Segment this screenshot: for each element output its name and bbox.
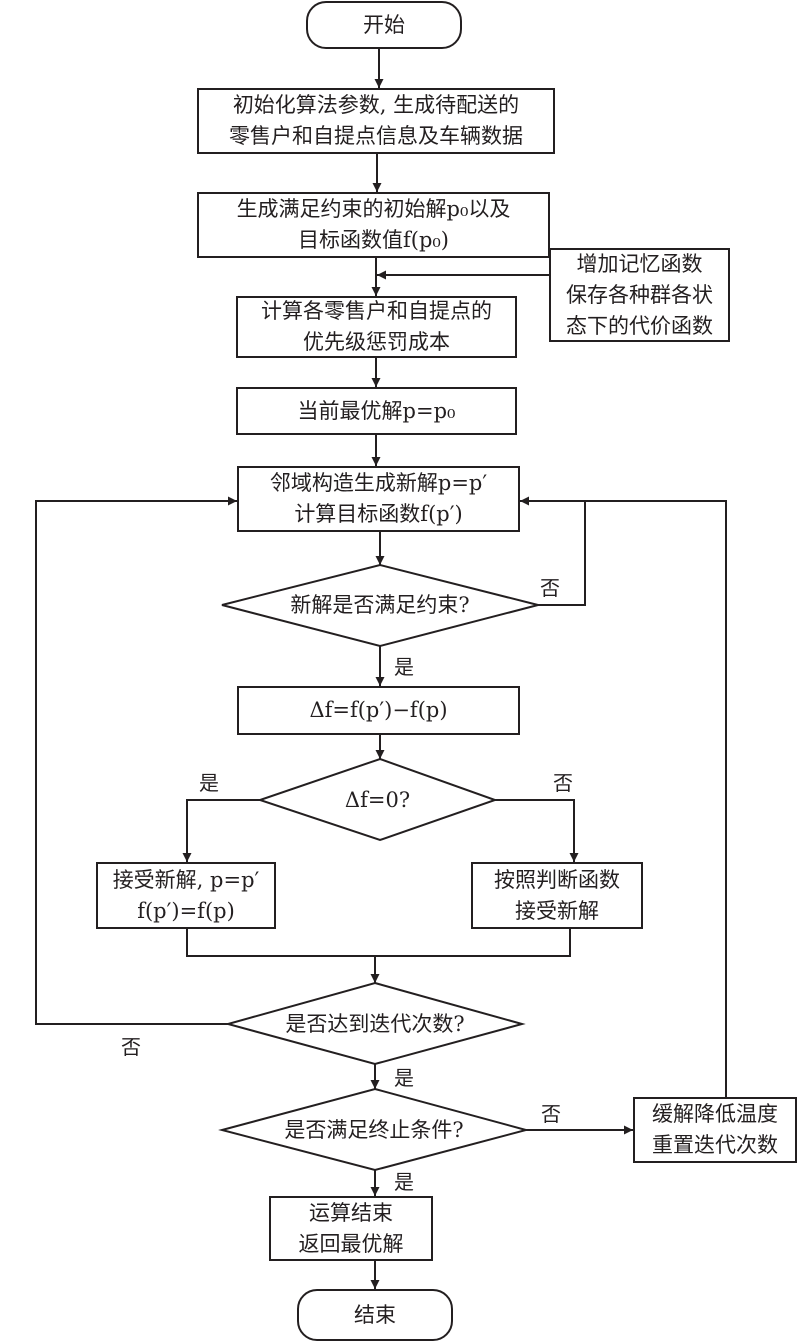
process-penalty-line-1: 计算各零售户和自提点的 <box>261 299 492 323</box>
edge-label-stop-yes: 是 <box>394 1170 414 1194</box>
edge-constraint-no <box>520 496 586 606</box>
edge-delta-yes <box>182 799 260 862</box>
process-memory-line-1: 增加记忆函数 <box>576 251 703 276</box>
end-terminator: 结束 <box>297 1289 453 1341</box>
decision-iter-shape <box>224 981 526 1066</box>
edge-cool-neighborhood <box>585 500 727 1097</box>
process-finish-line-1: 运算结束 <box>309 1200 393 1225</box>
process-initial-solution: 生成满足约束的初始解p₀以及 目标函数值f(p₀) <box>197 192 550 258</box>
process-neighborhood-line-1: 邻域构造生成新解p=p′ <box>269 471 488 495</box>
start-terminator: 开始 <box>306 1 462 49</box>
process-finish-line-2: 返回最优解 <box>298 1231 404 1256</box>
process-accept-line-1: 接受新解, p=p′ <box>112 867 260 892</box>
end-label: 结束 <box>354 1302 396 1327</box>
process-cool: 缓解降低温度 重置迭代次数 <box>633 1097 797 1163</box>
process-init: 初始化算法参数, 生成待配送的 零售户和自提点信息及车辆数据 <box>197 88 555 154</box>
process-initial-solution-line-2: 目标函数值f(p₀) <box>297 228 450 252</box>
decision-stop-shape <box>218 1087 530 1172</box>
edge-label-stop-no: 否 <box>541 1102 561 1126</box>
process-current-best: 当前最优解p=p₀ <box>236 387 517 435</box>
process-judge-line-2: 接受新解 <box>515 898 599 923</box>
process-penalty: 计算各零售户和自提点的 优先级惩罚成本 <box>236 296 517 358</box>
process-cool-line-2: 重置迭代次数 <box>652 1133 778 1157</box>
process-current-best-label: 当前最优解p=p₀ <box>297 398 456 423</box>
process-accept-line-2: f(p′)=f(p) <box>137 898 235 923</box>
edge-label-iter-yes: 是 <box>394 1066 414 1090</box>
process-init-line-1: 初始化算法参数, 生成待配送的 <box>232 93 520 117</box>
process-initial-solution-line-1: 生成满足约束的初始解p₀以及 <box>236 197 511 221</box>
edge-label-constraint-yes: 是 <box>394 655 414 679</box>
decision-stop-label: 是否满足终止条件? <box>284 1118 464 1142</box>
process-judge-line-1: 按照判断函数 <box>494 867 620 892</box>
process-memory-line-3: 态下的代价函数 <box>566 313 713 338</box>
process-accept: 接受新解, p=p′ f(p′)=f(p) <box>96 862 276 929</box>
edge-label-iter-no: 否 <box>121 1035 141 1059</box>
process-penalty-line-2: 优先级惩罚成本 <box>303 330 450 354</box>
process-delta: Δf=f(p′)−f(p) <box>237 686 520 735</box>
decision-constraint-label: 新解是否满足约束? <box>290 593 470 617</box>
process-memory: 增加记忆函数 保存各种群各状 态下的代价函数 <box>549 248 730 342</box>
edge-label-delta-no: 否 <box>553 771 573 795</box>
process-finish: 运算结束 返回最优解 <box>269 1196 433 1261</box>
edge-label-delta-yes: 是 <box>199 771 219 795</box>
decision-iter-label: 是否达到迭代次数? <box>285 1012 465 1036</box>
process-cool-line-1: 缓解降低温度 <box>652 1102 778 1126</box>
process-neighborhood: 邻域构造生成新解p=p′ 计算目标函数f(p′) <box>237 466 520 532</box>
process-neighborhood-line-2: 计算目标函数f(p′) <box>294 502 463 526</box>
process-memory-line-2: 保存各种群各状 <box>566 282 713 307</box>
decision-delta-shape <box>256 757 499 842</box>
edge-label-constraint-no: 否 <box>540 576 560 600</box>
edge-accept-merge <box>186 929 571 957</box>
edge-delta-no <box>495 799 579 862</box>
start-label: 开始 <box>363 12 405 37</box>
process-delta-label: Δf=f(p′)−f(p) <box>309 698 448 722</box>
decision-delta-label: Δf=0? <box>344 788 411 812</box>
decision-constraint-shape <box>221 563 539 648</box>
process-init-line-2: 零售户和自提点信息及车辆数据 <box>229 124 523 148</box>
process-judge: 按照判断函数 接受新解 <box>471 862 643 929</box>
edge-iter-no <box>35 496 237 1025</box>
